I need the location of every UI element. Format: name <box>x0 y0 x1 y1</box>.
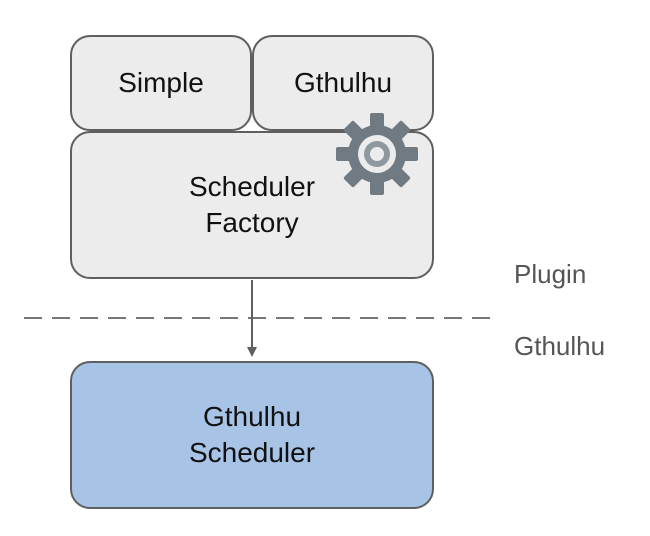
simple-plugin-label: Simple <box>118 67 204 99</box>
gthulhu-scheduler-label: Gthulhu Scheduler <box>189 399 315 471</box>
scheduler-factory-label: Scheduler Factory <box>189 169 315 241</box>
scheduler-factory-line-2: Factory <box>205 207 299 238</box>
gthulhu-scheduler-box: Gthulhu Scheduler <box>70 361 434 509</box>
plugin-layer-label: Plugin <box>514 259 587 289</box>
simple-plugin-box: Simple <box>70 35 252 131</box>
gthulhu-plugin-box: Gthulhu <box>252 35 434 131</box>
scheduler-factory-box: Scheduler Factory <box>70 131 434 279</box>
gthulhu-layer-label: Gthulhu <box>514 331 606 361</box>
gthulhu-plugin-label: Gthulhu <box>293 67 393 99</box>
gthulhu-scheduler-line-2: Scheduler <box>188 437 316 468</box>
scheduler-factory-line-1: Scheduler <box>188 171 316 203</box>
gthulhu-scheduler-line-1: Gthulhu <box>202 401 302 433</box>
